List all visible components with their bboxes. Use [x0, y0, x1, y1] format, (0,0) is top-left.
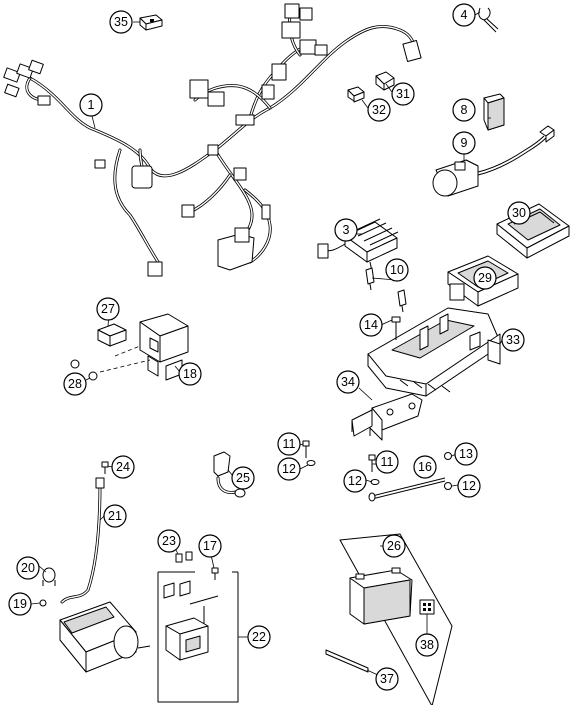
part-1-wiring-harness — [3, 3, 422, 277]
callout-24-label: 24 — [116, 460, 130, 474]
part-35-connector — [139, 14, 163, 31]
callout-11a: 11 — [277, 432, 301, 456]
callout-22-label: 22 — [252, 630, 266, 644]
callout-31: 31 — [391, 82, 415, 106]
part-9-sensor-unit — [432, 125, 555, 197]
part-22-relay-group — [157, 567, 248, 703]
callout-33: 33 — [501, 328, 525, 352]
callout-37-label: 37 — [380, 672, 394, 686]
part-31-connector — [375, 71, 395, 91]
callout-17-label: 17 — [203, 539, 217, 553]
part-4-cable-tie — [478, 7, 499, 33]
callout-11b-label: 11 — [381, 455, 394, 469]
callout-8: 8 — [452, 98, 476, 122]
callout-25: 25 — [231, 466, 255, 490]
part-16-rod — [368, 477, 446, 502]
callout-9-label: 9 — [461, 136, 468, 150]
callout-23-label: 23 — [162, 534, 176, 548]
part-13-nut — [444, 452, 452, 490]
callout-28: 28 — [63, 372, 87, 396]
callout-35-label: 35 — [114, 15, 128, 29]
callout-8-label: 8 — [461, 103, 468, 117]
callout-23: 23 — [157, 529, 181, 553]
callout-12b-label: 12 — [348, 474, 362, 488]
callout-14: 14 — [359, 313, 383, 337]
part-11-12-hardware — [302, 440, 380, 485]
callout-11a-label: 11 — [283, 437, 296, 451]
callout-1-label: 1 — [88, 98, 95, 112]
callout-13-label: 13 — [459, 447, 473, 461]
callout-1: 1 — [79, 93, 103, 117]
callout-32: 32 — [367, 98, 391, 122]
part-21-starter-cable — [60, 477, 105, 604]
callout-22: 22 — [247, 625, 271, 649]
callout-13: 13 — [454, 442, 478, 466]
callout-12b: 12 — [343, 469, 367, 493]
part-8-cap — [483, 93, 505, 131]
callout-layer: 35 4 1 31 32 8 9 3 30 29 10 27 14 33 28 … — [8, 3, 531, 691]
callout-24: 24 — [111, 455, 135, 479]
callout-11b: 11 — [375, 450, 399, 474]
part-26-battery-panel — [325, 533, 453, 705]
callout-27: 27 — [96, 297, 120, 321]
part-3-regulator — [317, 218, 399, 281]
part-10-relay — [365, 267, 407, 313]
part-25-sensor — [213, 451, 246, 498]
callout-21: 21 — [103, 504, 127, 528]
callout-26-label: 26 — [387, 539, 401, 553]
callout-3-label: 3 — [343, 223, 350, 237]
callout-4-label: 4 — [461, 8, 468, 22]
callout-25-label: 25 — [236, 471, 250, 485]
callout-16: 16 — [413, 455, 437, 479]
part-19-nut — [39, 599, 47, 607]
callout-38: 38 — [415, 633, 439, 657]
callout-38-label: 38 — [420, 638, 434, 652]
part-14-bolt — [391, 316, 401, 340]
callout-18-label: 18 — [183, 367, 197, 381]
callout-12a: 12 — [277, 457, 301, 481]
part-starter-motor — [59, 601, 151, 673]
callout-30-label: 30 — [512, 206, 526, 220]
part-23-fuses — [175, 551, 193, 563]
callout-33-label: 33 — [506, 333, 520, 347]
callout-28-label: 28 — [68, 377, 82, 391]
callout-20: 20 — [16, 556, 40, 580]
callout-20-label: 20 — [21, 561, 35, 575]
callout-4: 4 — [452, 3, 476, 27]
callout-12a-label: 12 — [282, 462, 296, 476]
callout-9: 9 — [452, 131, 476, 155]
part-24-bolt — [101, 461, 109, 474]
callout-18: 18 — [178, 362, 202, 386]
callout-19-label: 19 — [13, 597, 27, 611]
callout-37: 37 — [375, 667, 399, 691]
callout-34: 34 — [336, 370, 360, 394]
callout-16-label: 16 — [418, 460, 432, 474]
callout-17: 17 — [198, 534, 222, 558]
callout-34-label: 34 — [341, 375, 355, 389]
callout-14-label: 14 — [364, 318, 378, 332]
callout-21-label: 21 — [108, 509, 122, 523]
callout-29-label: 29 — [478, 271, 492, 285]
callout-10: 10 — [385, 258, 409, 282]
callout-31-label: 31 — [396, 87, 410, 101]
callout-12c-label: 12 — [462, 479, 476, 493]
part-18-fuse-box — [99, 313, 189, 381]
part-33-battery-carrier — [367, 307, 501, 397]
callout-3: 3 — [334, 218, 358, 242]
callout-19: 19 — [8, 592, 32, 616]
callout-27-label: 27 — [101, 302, 115, 316]
callout-10-label: 10 — [390, 263, 404, 277]
part-27-relay-holder — [97, 323, 127, 347]
callout-30: 30 — [507, 201, 531, 225]
callout-32-label: 32 — [372, 103, 386, 117]
callout-29: 29 — [473, 266, 497, 290]
callout-12c: 12 — [457, 474, 481, 498]
callout-26: 26 — [382, 534, 406, 558]
callout-35: 35 — [109, 10, 133, 34]
part-34-bracket — [351, 393, 423, 441]
part-28-screws — [70, 359, 98, 381]
part-32-connector — [347, 86, 365, 103]
